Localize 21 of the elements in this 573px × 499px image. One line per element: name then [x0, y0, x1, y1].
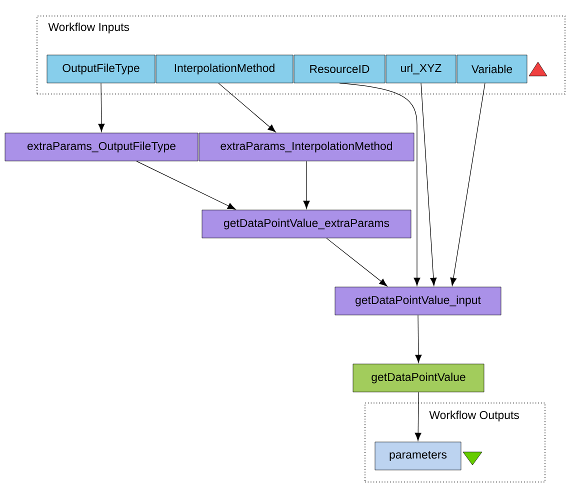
arrow: [136, 160, 236, 210]
process-box: InterpolationMethod: [156, 54, 294, 84]
arrow: [415, 314, 422, 363]
arrow: [420, 82, 437, 286]
arrow: [414, 392, 422, 441]
process-box: ResourceID: [294, 54, 386, 84]
process-box: OutputFileType: [46, 54, 156, 84]
process-box: url_XYZ: [386, 54, 456, 84]
arrow: [450, 82, 486, 286]
arrow: [326, 238, 388, 286]
process-box: getDataPointValue: [352, 364, 484, 392]
process-box: getDataPointValue_extraParams: [202, 210, 412, 238]
arrow: [218, 82, 276, 132]
arrow: [98, 82, 105, 132]
arrow: [339, 82, 420, 286]
arrow: [303, 160, 310, 209]
process-box: parameters: [374, 442, 462, 470]
process-box: Variable: [456, 54, 528, 84]
process-box: extraParams_OutputFileType: [4, 132, 198, 162]
process-box: extraParams_InterpolationMethod: [198, 132, 414, 162]
process-box: getDataPointValue_input: [334, 286, 502, 316]
